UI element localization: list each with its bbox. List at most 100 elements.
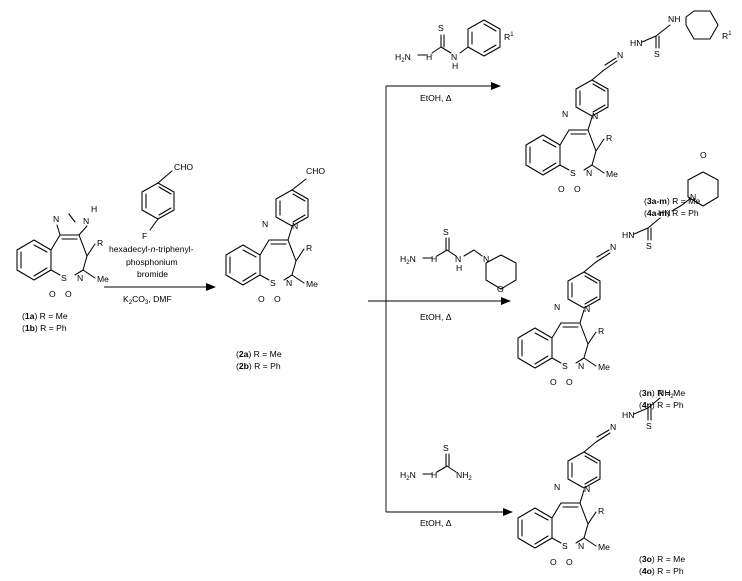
atom-me: Me: [598, 362, 610, 372]
atom-o1: O: [558, 184, 565, 194]
atom-hn-morph: HN: [658, 208, 670, 218]
atom-hn-top: HN: [630, 38, 642, 48]
atom-cho-2: CHO: [306, 166, 325, 176]
atom-f: F: [142, 231, 147, 241]
atom-o1: O: [258, 294, 265, 304]
product-3am-structure: N N R S N Me O O N HN S NH R1: [525, 10, 732, 194]
atom-nh-aryl: NH: [668, 14, 680, 24]
atom-n1: N: [262, 219, 268, 229]
atom-s-thio: S: [654, 49, 660, 59]
atom-r: R: [306, 243, 312, 253]
atom-r1-top: R1: [504, 32, 514, 42]
label-4n: (4n) R = Ph: [639, 400, 684, 410]
atom-o2: O: [566, 557, 573, 567]
atom-nh-bot: H: [431, 470, 437, 480]
atom-s: S: [61, 273, 67, 283]
atom-me: Me: [97, 274, 109, 284]
atom-n-h-top: N: [451, 52, 457, 62]
atom-hn-o: HN: [622, 410, 634, 420]
reagent-thiosemicarbazide: H2N H S NH2: [400, 443, 472, 482]
label-4a-m: (4a-m) R = Ph: [644, 208, 699, 218]
atom-n3: N: [286, 278, 292, 288]
atom-hn-n: HN: [622, 230, 634, 240]
atom-o2: O: [65, 289, 72, 299]
atom-o1: O: [49, 289, 56, 299]
atom-r: R: [606, 133, 612, 143]
atom-nh-mid: H: [431, 254, 437, 264]
atom-r: R: [97, 238, 103, 248]
atom-s-bot: S: [443, 443, 449, 453]
atom-r: R: [598, 326, 604, 336]
atom-h2n-bot: H2N: [400, 470, 416, 482]
atom-r1-product: R1: [722, 31, 732, 41]
atom-o1: O: [550, 557, 557, 567]
base-conditions: K2CO3, DMF: [123, 294, 172, 306]
atom-n2: N: [592, 111, 598, 121]
atom-me: Me: [598, 542, 610, 552]
atom-o-morph-n: O: [700, 150, 707, 160]
catalyst-line-2: phosphonium: [126, 257, 178, 267]
atom-s-thio-n: S: [646, 241, 652, 251]
atom-n-imine-o: N: [610, 422, 616, 432]
atom-n3: N: [77, 273, 83, 283]
atom-s-thio-o: S: [646, 421, 652, 431]
atom-me: Me: [306, 279, 318, 289]
reagent-aryl-thiosemicarbazide: H2N H S N H R1: [395, 19, 514, 71]
atom-nh2-o: NH2: [658, 388, 674, 400]
conditions-middle: EtOH, Δ: [420, 312, 452, 322]
reagent-morpholine-thiosemicarbazide: H2N H S N H N O: [400, 227, 517, 294]
atom-n2: N: [584, 484, 590, 494]
atom-cho-1: CHO: [174, 162, 193, 172]
atom-nh2-bot: NH2: [456, 470, 472, 482]
atom-r: R: [598, 506, 604, 516]
label-2a: (2a) R = Me: [236, 349, 282, 359]
label-1b: (1b) R = Ph: [22, 323, 67, 333]
atom-h2n-top: H2N: [395, 52, 411, 64]
atom-s: S: [562, 541, 568, 551]
atom-nh-a: H: [426, 52, 432, 62]
label-1a: (1a) R = Me: [22, 311, 68, 321]
atom-h2n-mid: H2N: [400, 254, 416, 266]
atom-n-morph-mid: N: [483, 254, 489, 264]
reaction-arrow-1: [104, 283, 216, 291]
atom-n1: N: [562, 109, 568, 119]
atom-n3: N: [578, 541, 584, 551]
product-3o-structure: N N R S N Me O O N HN S NH2: [517, 388, 674, 567]
label-4o: (4o) R = Ph: [639, 566, 684, 576]
atom-me: Me: [606, 169, 618, 179]
atom-n1: N: [554, 482, 560, 492]
branch-arrows: [368, 82, 513, 516]
atom-n-h-mid: N: [455, 254, 461, 264]
atom-o2: O: [566, 377, 573, 387]
atom-s: S: [562, 361, 568, 371]
atom-h-mid: H: [456, 263, 462, 273]
label-3a-m: (3a-m) R = Me: [644, 196, 700, 206]
atom-h-top: H: [452, 61, 458, 71]
compound-1-structure: N N H R S N Me O O: [16, 204, 109, 299]
compound-2-structure: N N R S N Me O O CHO: [225, 166, 325, 304]
atom-n1: N: [53, 214, 59, 224]
fluorobenzaldehyde-structure: CHO F: [141, 162, 193, 241]
atom-o2: O: [574, 184, 581, 194]
catalyst-line-3: bromide: [137, 269, 168, 279]
atom-n1: N: [554, 302, 560, 312]
product-3n-structure: N N R S N Me O O N HN S HN N O: [517, 150, 719, 387]
atom-n2: N: [292, 221, 298, 231]
label-3o: (3o) R = Me: [639, 554, 685, 564]
atom-s: S: [570, 168, 576, 178]
atom-o2: O: [274, 294, 281, 304]
atom-n3: N: [578, 361, 584, 371]
label-2b: (2b) R = Ph: [236, 361, 281, 371]
atom-s-mid: S: [443, 227, 449, 237]
label-3n: (3n) R = Me: [639, 388, 685, 398]
atom-n2: N: [584, 304, 590, 314]
atom-n2: N: [83, 216, 89, 226]
atom-n-imine-n: N: [610, 242, 616, 252]
atom-o1: O: [550, 377, 557, 387]
atom-h: H: [91, 204, 97, 214]
conditions-top: EtOH, Δ: [420, 93, 452, 103]
atom-o-morph-mid: O: [497, 284, 504, 294]
catalyst-line-1: hexadecyl-n-triphenyl-: [109, 244, 194, 254]
atom-n-morph-n: N: [690, 192, 696, 202]
